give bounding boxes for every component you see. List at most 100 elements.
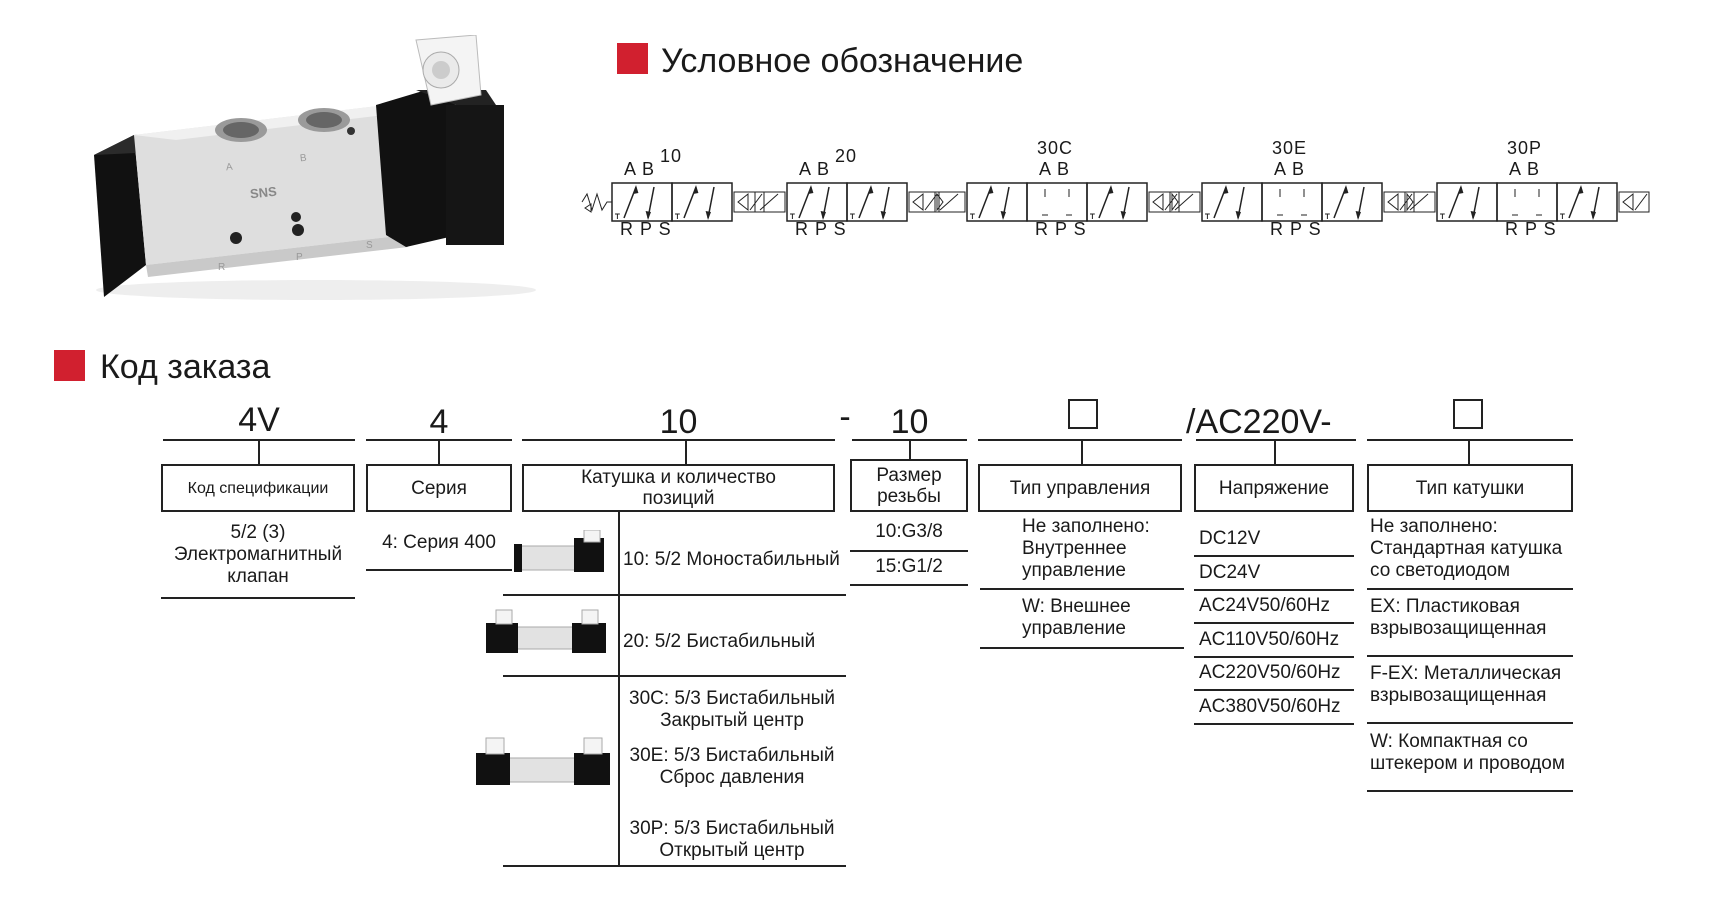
coil-type-row-2-underline bbox=[1367, 655, 1573, 657]
thumb-3pos-valve bbox=[476, 737, 610, 785]
code-part-series: 4 bbox=[429, 403, 449, 441]
symbol-code: 30E bbox=[1272, 138, 1308, 158]
symbol-ports-bottom: R P S bbox=[1035, 219, 1087, 239]
coil-row-30e: 30E: 5/3 Бистабильный Сброс давления bbox=[629, 745, 835, 788]
coil-type-row-4-underline bbox=[1367, 790, 1573, 792]
code-underline-coil bbox=[522, 439, 835, 441]
connector-control bbox=[1081, 439, 1083, 464]
symbol-code: 10 bbox=[660, 146, 683, 166]
control-row-1: Не заполнено: Внутреннее управление bbox=[1022, 516, 1150, 581]
header-coil-type: Тип катушки bbox=[1367, 464, 1573, 512]
valve-symbol-20 bbox=[754, 182, 940, 222]
code-part-voltage: /AC220V- bbox=[1186, 403, 1332, 441]
connector-voltage bbox=[1274, 439, 1276, 464]
symbol-code: 30C bbox=[1037, 138, 1074, 158]
section-marker-symbols bbox=[617, 43, 648, 74]
symbol-ports-bottom: R P S bbox=[1505, 219, 1557, 239]
coil-row-10: 10: 5/2 Моностабильный bbox=[623, 549, 840, 570]
photo-port-label-r: R bbox=[218, 262, 226, 273]
coil-type-row-4: W: Компактная со штекером и проводом bbox=[1370, 731, 1565, 774]
valve-product-photo bbox=[94, 35, 536, 300]
coil-row-20: 20: 5/2 Бистабильный bbox=[623, 631, 816, 652]
voltage-row-underline bbox=[1194, 689, 1354, 691]
photo-brand-label: SNS bbox=[249, 183, 278, 202]
thumb-monostable-valve bbox=[514, 530, 604, 572]
voltage-row: AC380V50/60Hz bbox=[1199, 695, 1341, 717]
code-blank-coil-type bbox=[1453, 399, 1483, 429]
voltage-row-underline bbox=[1194, 655, 1354, 658]
voltage-row-underline bbox=[1194, 588, 1354, 591]
symbol-ports-bottom: R P S bbox=[1270, 219, 1322, 239]
control-row-1-underline bbox=[980, 588, 1184, 590]
header-coil-positions: Катушка и количество позиций bbox=[522, 464, 835, 512]
coil-row-10-underline bbox=[503, 594, 846, 596]
voltage-row: DC24V bbox=[1199, 561, 1261, 583]
spec-row-1-underline bbox=[161, 597, 355, 599]
code-part-4v: 4V bbox=[238, 401, 280, 439]
series-row-1: 4: Серия 400 bbox=[382, 532, 496, 553]
symbol-ports-top: A B bbox=[799, 159, 831, 179]
coil-row-30p: 30P: 5/3 Бистабильный Открытый центр bbox=[629, 818, 835, 861]
coil-column-divider bbox=[618, 512, 620, 865]
connector-thread bbox=[909, 439, 911, 459]
valve-symbol-30p bbox=[1404, 182, 1650, 222]
coil-row-20-underline bbox=[503, 675, 846, 677]
code-underline-voltage bbox=[1196, 439, 1356, 441]
section-title-order: Код заказа bbox=[100, 348, 271, 386]
spec-row-1: 5/2 (3) Электромагнитный клапан bbox=[173, 522, 343, 587]
valve-symbol-30e bbox=[1169, 182, 1415, 222]
photo-port-label-p: P bbox=[296, 252, 303, 263]
voltage-row-underline bbox=[1194, 555, 1354, 557]
header-control: Тип управления bbox=[978, 464, 1182, 512]
voltage-row-underline bbox=[1194, 622, 1354, 624]
voltage-row: DC12V bbox=[1199, 528, 1261, 549]
code-dash: - bbox=[839, 398, 851, 436]
coil-row-30c: 30C: 5/3 Бистабильный Закрытый центр bbox=[629, 688, 835, 731]
header-spec: Код спецификации bbox=[161, 464, 355, 512]
thread-row-1-underline bbox=[850, 550, 968, 552]
header-voltage: Напряжение bbox=[1194, 464, 1354, 512]
connector-coil-type bbox=[1468, 439, 1470, 464]
header-series: Серия bbox=[366, 464, 512, 512]
connector-series bbox=[438, 439, 440, 464]
thumb-bistable-valve bbox=[486, 609, 606, 653]
coil-type-row-2: EX: Пластиковая взрывозащищенная bbox=[1370, 596, 1547, 639]
code-part-coil: 10 bbox=[659, 403, 698, 441]
coil-type-row-3-underline bbox=[1367, 722, 1573, 724]
section-title-symbols: Условное обозначение bbox=[661, 42, 1024, 80]
coil-type-row-1-underline bbox=[1367, 588, 1573, 590]
connector-spec bbox=[258, 439, 260, 464]
code-part-thread: 10 bbox=[890, 403, 929, 441]
coil-type-row-1: Не заполнено: Стандартная катушка со све… bbox=[1370, 516, 1563, 581]
thread-row-2-underline bbox=[850, 584, 968, 586]
symbol-ports-top: A B bbox=[1509, 159, 1541, 179]
coil-row-30-underline bbox=[503, 865, 846, 867]
symbol-code: 20 bbox=[835, 146, 858, 166]
symbol-code: 30P bbox=[1507, 138, 1543, 158]
photo-port-label-b: B bbox=[299, 152, 308, 165]
code-underline-control bbox=[978, 439, 1182, 441]
header-thread: Размер резьбы bbox=[850, 459, 968, 512]
voltage-row: AC110V50/60Hz bbox=[1199, 628, 1340, 650]
symbol-ports-bottom: R P S bbox=[795, 219, 847, 239]
valve-symbol-10 bbox=[581, 182, 765, 222]
photo-port-label-s: S bbox=[366, 240, 373, 251]
thread-row-2: 15:G1/2 bbox=[875, 556, 943, 577]
series-row-1-underline bbox=[366, 569, 512, 571]
valve-symbol-30c bbox=[934, 182, 1180, 222]
control-row-2: W: Внешнее управление bbox=[1022, 596, 1131, 639]
voltage-row: AC24V50/60Hz bbox=[1199, 595, 1330, 616]
coil-type-row-3: F-EX: Металлическая взрывозащищенная bbox=[1370, 663, 1562, 706]
symbol-ports-top: A B bbox=[1274, 159, 1306, 179]
code-blank-control bbox=[1068, 399, 1098, 429]
symbol-ports-top: A B bbox=[624, 159, 656, 179]
voltage-row: AC220V50/60Hz bbox=[1199, 662, 1341, 683]
code-underline-coil-type bbox=[1367, 439, 1573, 441]
section-marker-order bbox=[54, 350, 85, 381]
symbol-ports-bottom: R P S bbox=[620, 219, 672, 239]
symbol-ports-top: A B bbox=[1039, 159, 1071, 179]
control-row-2-underline bbox=[980, 647, 1184, 649]
thread-row-1: 10:G3/8 bbox=[875, 521, 943, 542]
voltage-row-underline bbox=[1194, 722, 1354, 725]
photo-port-label-a: A bbox=[225, 161, 234, 174]
